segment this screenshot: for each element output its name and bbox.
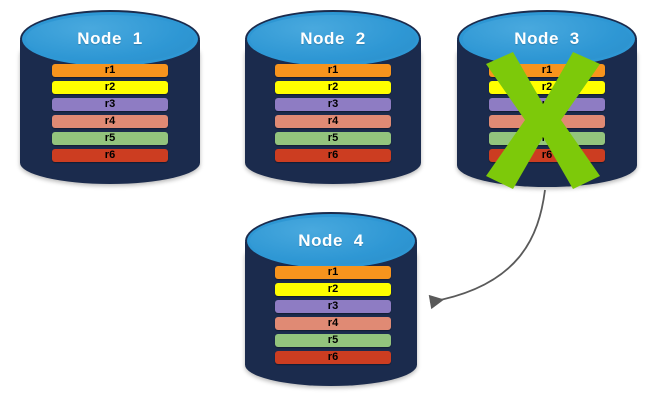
node-1[interactable]: Node 1 r1 r2 r3 r4 r5 r6 [20,10,200,185]
node-1-row-r4-label: r4 [104,115,116,127]
node-4-label: Node 4 [298,231,364,250]
node-2-row-r5-label: r5 [327,132,339,144]
node-3-row-r4[interactable]: r4 [489,115,605,128]
node-4-row-r5[interactable]: r5 [275,334,391,347]
node-4-row-list: r1 r2 r3 r4 r5 r6 [275,266,391,364]
node-3-label: Node 3 [514,29,580,48]
node-3-row-r1-label: r1 [541,64,553,76]
node-1-row-r6-label: r6 [104,149,116,161]
node-1-row-r3[interactable]: r3 [52,98,168,111]
node-1-row-r4[interactable]: r4 [52,115,168,128]
node-4-row-r4[interactable]: r4 [275,317,391,330]
node-2-cylinder-top: Node 2 [245,10,421,68]
node-3-row-r5-label: r5 [541,132,553,144]
node-3-row-r1[interactable]: r1 [489,64,605,77]
node-4-cylinder-top: Node 4 [245,212,417,270]
node-3-row-r6-label: r6 [541,149,553,161]
node-1-row-r2[interactable]: r2 [52,81,168,94]
node-1-row-r1-label: r1 [104,64,116,76]
replication-arrow-path [428,189,546,310]
node-3-row-r3-label: r3 [541,98,553,110]
node-1-row-r2-label: r2 [104,81,116,93]
node-1-row-list: r1 r2 r3 r4 r5 r6 [52,64,168,162]
node-3-row-list: r1 r2 r3 r4 r5 r6 [489,64,605,162]
node-4-row-r2[interactable]: r2 [275,283,391,296]
node-4[interactable]: Node 4 r1 r2 r3 r4 r5 r6 [245,212,417,388]
node-3-row-r4-label: r4 [541,115,553,127]
node-3[interactable]: Node 3 r1 r2 r3 r4 r5 r6 [457,10,637,189]
node-4-row-r3[interactable]: r3 [275,300,391,313]
node-4-row-r6[interactable]: r6 [275,351,391,364]
node-1-row-r3-label: r3 [104,98,116,110]
node-4-row-r6-label: r6 [327,351,339,363]
node-2-row-r1[interactable]: r1 [275,64,391,77]
node-2-row-r3[interactable]: r3 [275,98,391,111]
node-4-row-r4-label: r4 [327,317,339,329]
node-2-label: Node 2 [300,29,366,48]
node-1-row-r5[interactable]: r5 [52,132,168,145]
node-2-row-r5[interactable]: r5 [275,132,391,145]
node-2-row-r2-label: r2 [327,81,339,93]
node-1-cylinder-top: Node 1 [20,10,200,68]
node-4-row-r3-label: r3 [327,300,339,312]
node-3-row-r2-label: r2 [541,81,553,93]
node-2-row-r3-label: r3 [327,98,339,110]
node-2-row-r6[interactable]: r6 [275,149,391,162]
node-3-row-r2[interactable]: r2 [489,81,605,94]
node-4-row-r1-label: r1 [327,266,339,278]
node-4-row-r2-label: r2 [327,283,339,295]
node-3-cylinder-top: Node 3 [457,10,637,68]
node-2-row-r6-label: r6 [327,149,339,161]
node-1-row-r5-label: r5 [104,132,116,144]
node-1-row-r1[interactable]: r1 [52,64,168,77]
node-2-row-r2[interactable]: r2 [275,81,391,94]
node-3-row-r5[interactable]: r5 [489,132,605,145]
node-2[interactable]: Node 2 r1 r2 r3 r4 r5 r6 [245,10,421,185]
node-1-label: Node 1 [77,29,143,48]
node-1-row-r6[interactable]: r6 [52,149,168,162]
node-2-row-list: r1 r2 r3 r4 r5 r6 [275,64,391,162]
node-2-row-r4-label: r4 [327,115,339,127]
node-3-row-r6[interactable]: r6 [489,149,605,162]
node-4-row-r5-label: r5 [327,334,339,346]
node-3-row-r3[interactable]: r3 [489,98,605,111]
node-2-row-r4[interactable]: r4 [275,115,391,128]
node-2-row-r1-label: r1 [327,64,339,76]
node-4-row-r1[interactable]: r1 [275,266,391,279]
